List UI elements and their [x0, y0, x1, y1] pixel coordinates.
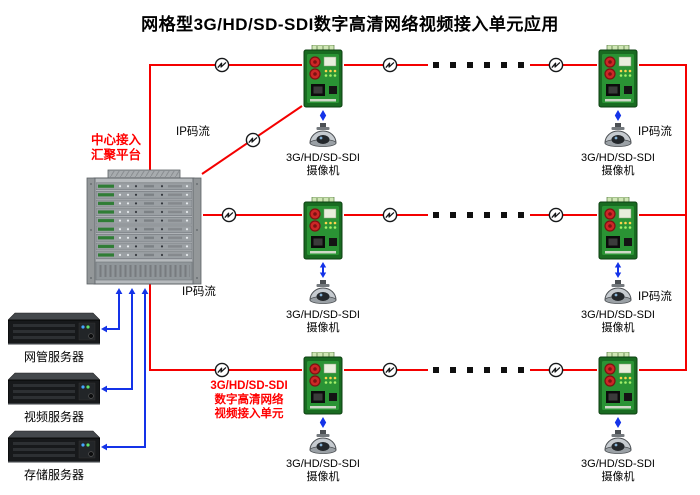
fiber-link-row1-left: [149, 64, 302, 176]
fiber-transceiver-icon: [382, 362, 398, 378]
fiber-transceiver-icon: [548, 57, 564, 73]
fiber-transceiver-icon: [214, 362, 230, 378]
fiber-transceiver-icon: [221, 207, 237, 223]
fiber-link-row3-left: [149, 282, 302, 371]
fiber-transceiver-icon: [214, 57, 230, 73]
fiber-transceiver-icon: [382, 57, 398, 73]
fiber-transceiver-icon: [548, 207, 564, 223]
continuation-dots: [433, 62, 524, 373]
camera-label: 3G/HD/SD-SDI 摄像机: [581, 152, 655, 177]
video-access-unit: [302, 197, 344, 261]
fiber-transceiver-icon: [548, 362, 564, 378]
sdi-camera: [306, 123, 340, 149]
ip-stream-label: IP码流: [176, 126, 210, 138]
video-server-label: 视频服务器: [23, 410, 84, 424]
sdi-camera: [601, 123, 635, 149]
ip-stream-label: IP码流: [638, 291, 672, 303]
ip-stream-label: IP码流: [182, 286, 216, 298]
storage-server: [8, 430, 100, 466]
ip-stream-arrows: [101, 110, 622, 451]
sdi-camera: [306, 430, 340, 456]
video-server: [8, 372, 100, 408]
video-access-unit: [597, 45, 639, 109]
core-platform-label: 中心接入 汇聚平台: [90, 133, 141, 162]
storage-server-label: 存储服务器: [23, 468, 84, 482]
video-access-unit: [302, 352, 344, 416]
fiber-link-right-bus: [639, 64, 687, 371]
nms-server: [8, 312, 100, 348]
video-access-unit: [302, 45, 344, 109]
ip-stream-label: IP码流: [638, 126, 672, 138]
sdi-camera: [601, 430, 635, 456]
camera-label: 3G/HD/SD-SDI 摄像机: [286, 152, 360, 177]
core-aggregation-chassis: [86, 168, 202, 286]
fiber-transceiver-icon: [382, 207, 398, 223]
fiber-transceiver-icons: [214, 57, 564, 378]
video-access-unit: [597, 197, 639, 261]
camera-label: 3G/HD/SD-SDI 摄像机: [286, 309, 360, 334]
sdi-camera: [306, 280, 340, 306]
diagram-title: 网格型3G/HD/SD-SDI数字高清网络视频接入单元应用: [141, 15, 559, 34]
camera-label: 3G/HD/SD-SDI 摄像机: [581, 458, 655, 483]
camera-label: 3G/HD/SD-SDI 摄像机: [286, 458, 360, 483]
nms-server-label: 网管服务器: [23, 350, 84, 364]
fiber-transceiver-icon: [245, 132, 261, 148]
video-access-unit: [597, 352, 639, 416]
sdi-camera: [601, 280, 635, 306]
camera-label: 3G/HD/SD-SDI 摄像机: [581, 309, 655, 334]
access-unit-caption: 3G/HD/SD-SDI 数字高清网络 视频接入单元: [210, 380, 288, 420]
